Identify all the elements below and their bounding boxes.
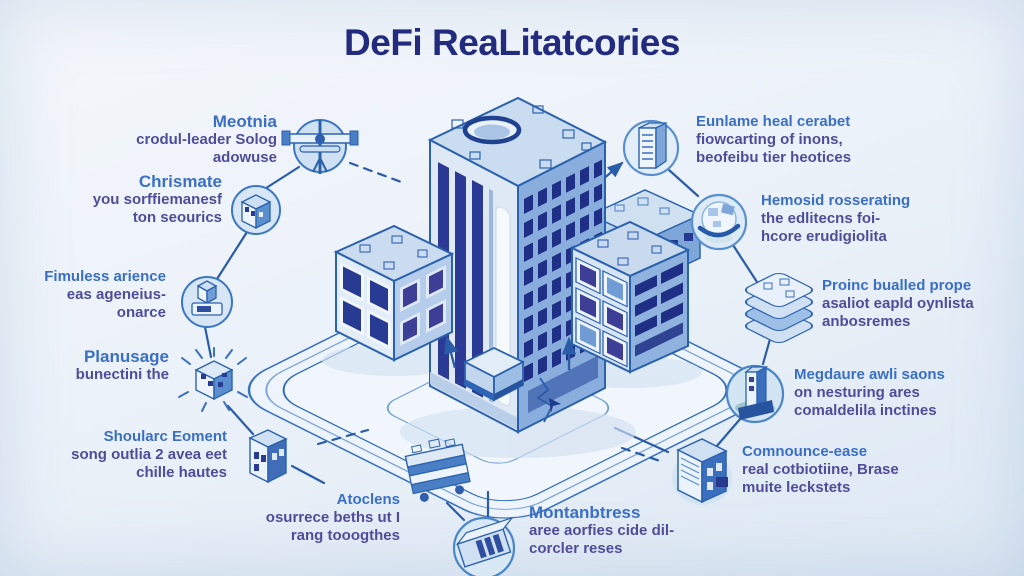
label-eunlame: Eunlame heal cerabet fiowcarting of inon… — [696, 113, 876, 167]
label-line: beofeibu tier heotices — [696, 149, 852, 166]
label-line: Atoclens — [336, 491, 400, 508]
exploding-cube-icon — [178, 347, 248, 412]
cursor-glyph — [549, 398, 561, 413]
label-line: Fimuless arience — [44, 268, 166, 285]
label-line: on nesturing ares — [794, 384, 920, 401]
tower-icon — [725, 364, 785, 424]
page-title: DeFi ReaLitatcories — [344, 22, 680, 63]
label-line: asaliot eapld oynlista — [822, 295, 974, 312]
label-comnounce: Comnounce-ease real cotbiotiine, Brase m… — [742, 443, 902, 497]
server-icon — [622, 119, 680, 177]
label-chrismate: Chrismate you sorffiemanesf ton seourics — [40, 173, 222, 227]
globe-icon — [690, 193, 748, 251]
label-planusage: Planusage bunectini the — [28, 348, 169, 384]
label-line: corcler reses — [529, 540, 623, 557]
right-building-windows — [575, 256, 628, 368]
center-cube — [462, 347, 526, 402]
dashed-lines — [316, 161, 665, 464]
antenna-icon — [281, 119, 359, 174]
left-building-side-windows — [400, 264, 446, 346]
right-building-side-windows — [635, 262, 683, 357]
label-proinc: Proinc bualled prope asaliot eapld oynli… — [822, 277, 987, 331]
stack-icon — [744, 272, 814, 344]
label-line: crodul-leader Solog — [136, 131, 277, 148]
label-line: Megdaure awli saons — [794, 366, 945, 383]
label-line: the edlitecns foi- — [761, 210, 881, 227]
label-line: aree aorfies cide dil- — [529, 522, 675, 539]
label-line: Meotnia — [212, 112, 277, 131]
label-line: Shoularc Eoment — [103, 428, 227, 445]
label-line: bunectini the — [75, 366, 169, 383]
label-line: chille hautes — [136, 464, 227, 481]
label-line: osurrece beths ut I — [265, 509, 400, 526]
conveyor-icon — [452, 516, 516, 576]
label-line: song outlia 2 avea eet — [71, 446, 227, 463]
label-line: Eunlame heal cerabet — [696, 113, 851, 130]
label-meotnia: Meotnia crodul-leader Solog adowuse — [95, 113, 277, 167]
left-building-windows — [340, 262, 391, 350]
label-line: ton seourics — [132, 209, 222, 226]
label-line: muite leckstets — [742, 479, 851, 496]
roof-glyphs — [451, 105, 592, 169]
label-line: you sorffiemanesf — [92, 191, 222, 208]
label-line: rang tooogthes — [290, 527, 400, 544]
label-hemosid: Hemosid rosserating the edlitecns foi- h… — [761, 192, 931, 246]
label-line: onarce — [116, 304, 166, 321]
label-line: adowuse — [212, 149, 277, 166]
label-megdaure: Megdaure awli saons on nesturing ares co… — [794, 366, 964, 420]
label-line: fiowcarting of inons, — [696, 131, 843, 148]
machine-icon — [181, 276, 233, 328]
label-line: real cotbiotiine, Brase — [742, 461, 899, 478]
platform-arrows — [444, 335, 577, 423]
label-line: Hemosid rosserating — [761, 192, 911, 209]
label-line: anbosremes — [822, 313, 911, 330]
label-line: Planusage — [83, 347, 169, 366]
label-line: Chrismate — [138, 172, 222, 191]
label-montanbtress: Montanbtress aree aorfies cide dil- corc… — [529, 504, 699, 558]
label-line: eas ageneius- — [66, 286, 166, 303]
label-fimuless: Fimuless arience eas ageneius- onarce — [18, 268, 166, 322]
label-line: hcore erudigiolita — [761, 228, 887, 245]
office-building-icon — [672, 438, 732, 505]
connector-lines — [203, 161, 774, 522]
label-shoularc: Shoularc Eoment song outlia 2 avea eet c… — [54, 428, 227, 482]
left-building — [333, 224, 455, 362]
right-building — [569, 220, 691, 374]
cart-icon — [404, 438, 471, 502]
label-line: Proinc bualled prope — [822, 277, 972, 294]
label-line: comaldelila inctines — [794, 402, 937, 419]
small-building-icon — [248, 429, 288, 484]
label-line: Montanbtress — [529, 503, 641, 522]
mini-building-icon — [231, 185, 281, 235]
label-atoclens: Atoclens osurrece beths ut I rang tooogt… — [252, 491, 400, 545]
label-line: Comnounce-ease — [742, 443, 868, 460]
